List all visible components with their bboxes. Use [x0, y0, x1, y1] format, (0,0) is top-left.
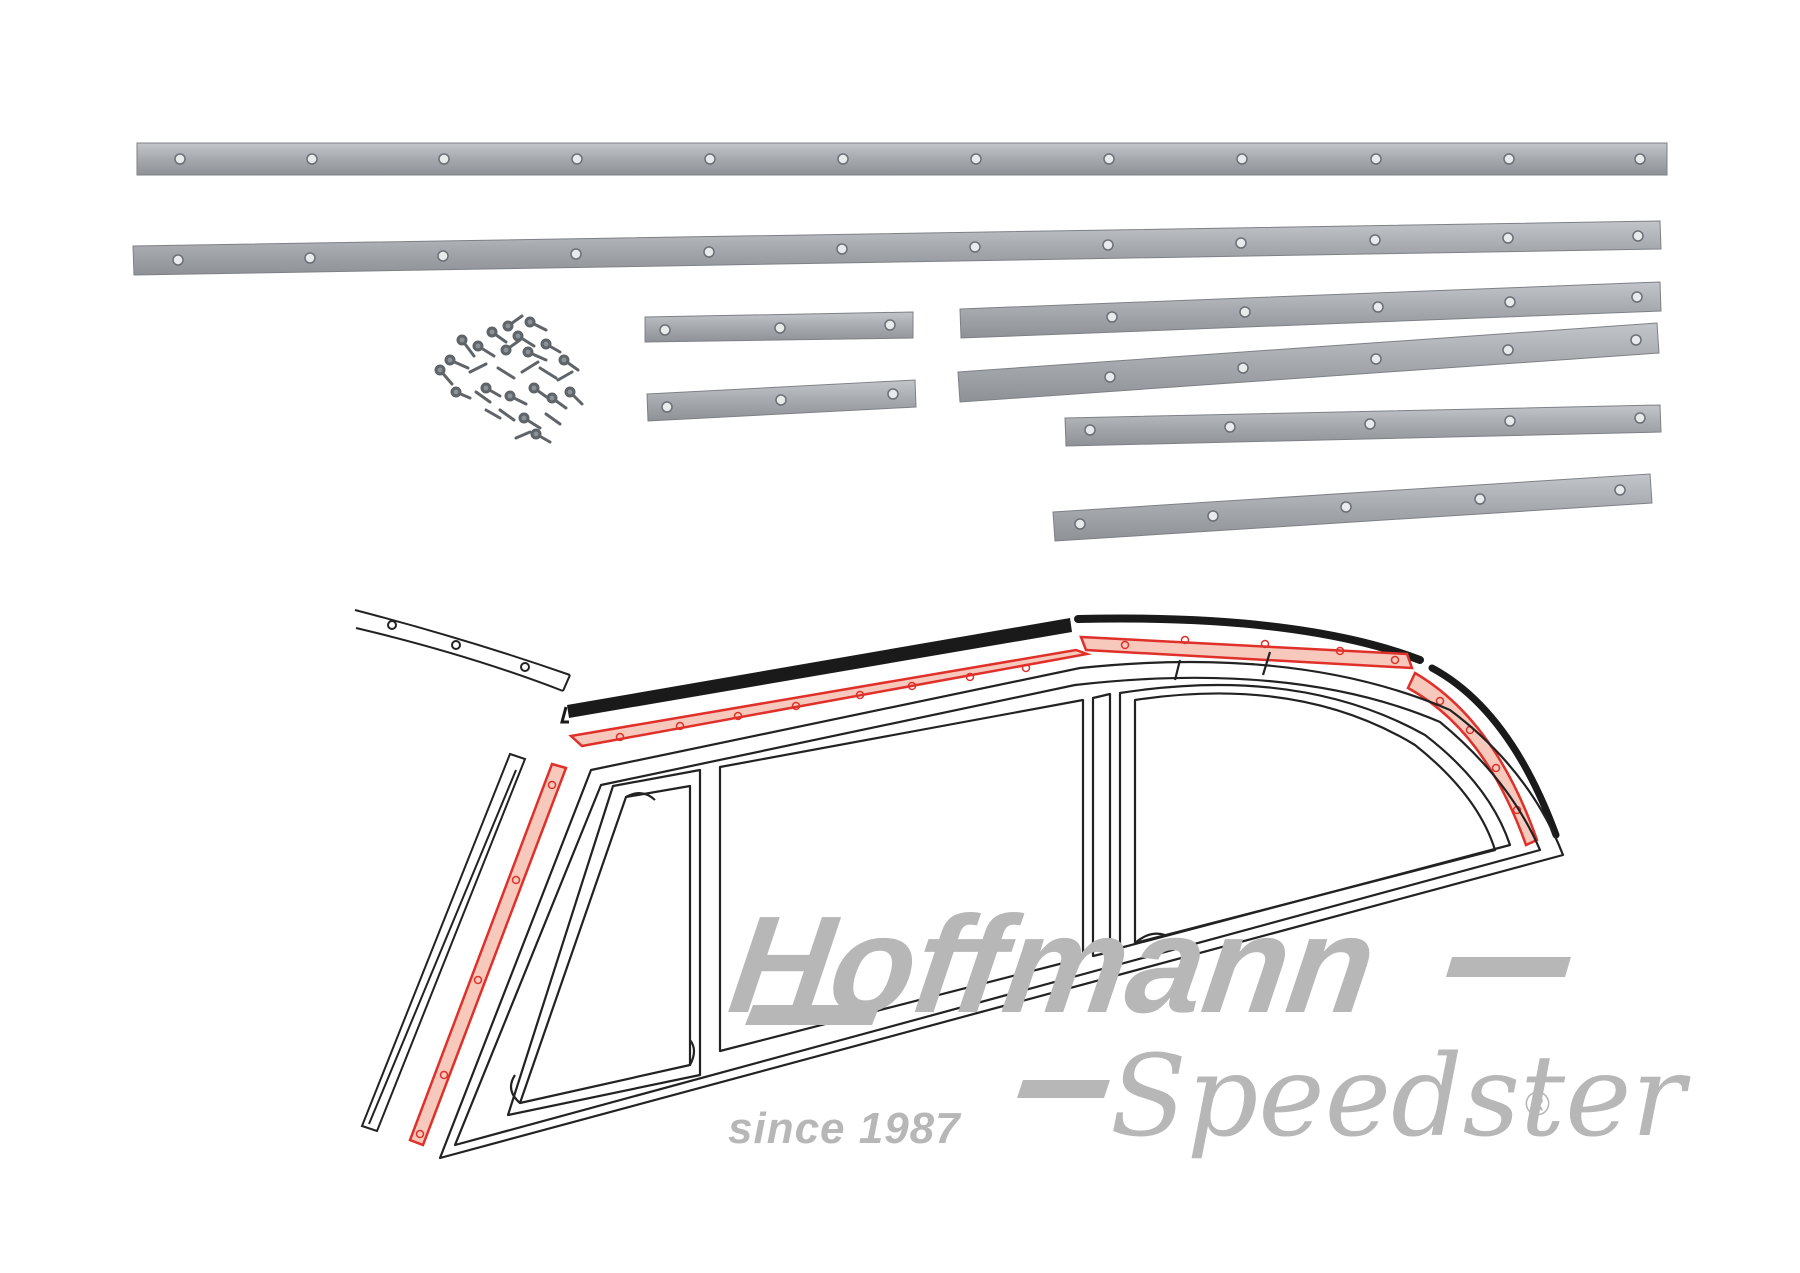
highlighted-strips	[408, 635, 1539, 1147]
metal-strips	[132, 142, 1668, 542]
medium-strip-1	[959, 281, 1662, 339]
long-strip-1	[136, 142, 1668, 176]
logo-speed-lines	[745, 957, 1571, 1098]
brand-tagline: since 1987	[728, 1104, 962, 1153]
registered-mark: ®	[1525, 1085, 1550, 1123]
medium-strip-4	[1052, 473, 1653, 542]
brand-name-line1: Hoffmann	[722, 888, 1385, 1042]
medium-strip-3	[1064, 404, 1662, 447]
brand-logo: Hoffmann Speedster ® since 1987	[722, 888, 1692, 1162]
window-frame-diagram	[354, 609, 1565, 1160]
short-strip-2	[646, 379, 917, 422]
medium-strip-2	[957, 322, 1660, 403]
door-frame-outline	[438, 651, 1565, 1160]
highlighted-strip-holes	[415, 635, 1522, 1139]
screws-pile-image	[434, 314, 584, 444]
short-strip-1	[644, 311, 914, 343]
black-seal-top	[560, 614, 1560, 839]
a-pillar-seal	[360, 752, 527, 1133]
brand-name-line2: Speedster	[1110, 1032, 1691, 1162]
roof-strip-fragment	[354, 609, 571, 692]
long-strip-2	[132, 220, 1662, 276]
